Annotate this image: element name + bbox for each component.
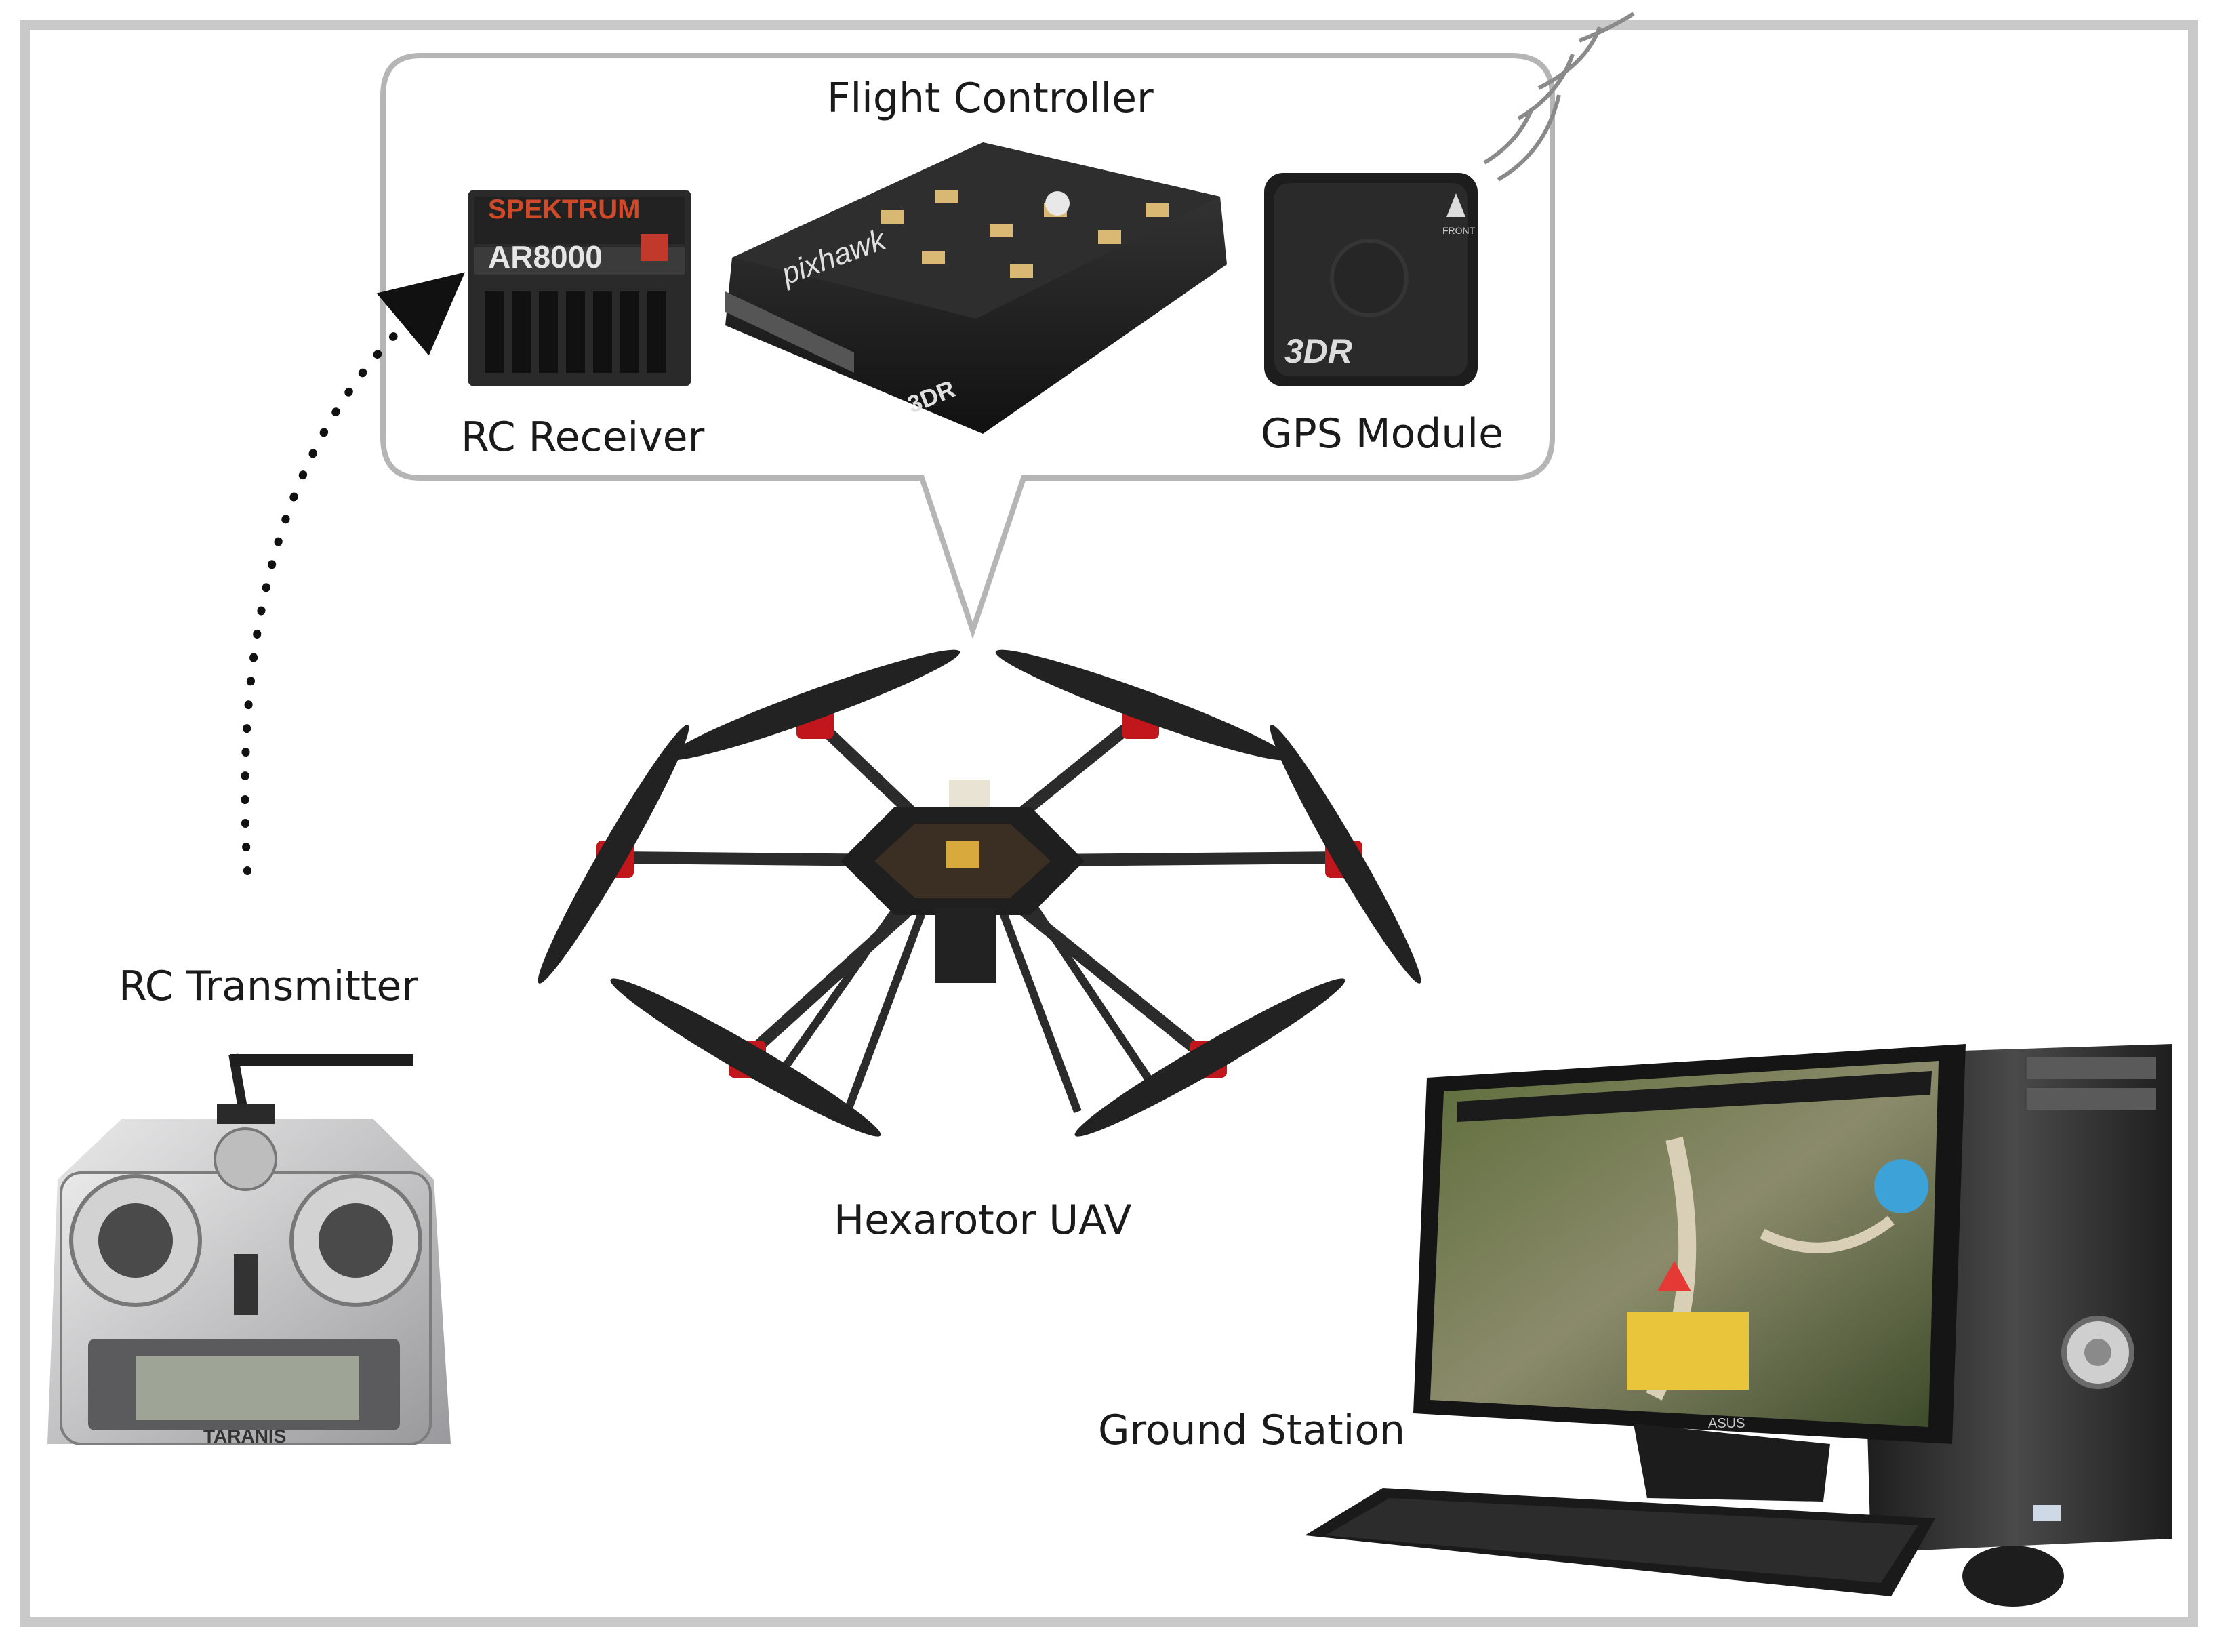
pixhawk-flight-controller-image [725, 142, 1227, 434]
gps-module-image [1264, 173, 1478, 386]
transmitter-name: TARANIS [203, 1426, 286, 1447]
gps-maker: 3DR [1284, 332, 1352, 370]
rc-link-dotted-line [241, 272, 465, 875]
monitor-brand: ASUS [1708, 1416, 1745, 1431]
receiver-brand: SPEKTRUM [488, 195, 640, 224]
label-gps-module: GPS Module [1261, 410, 1504, 458]
hexarotor-uav-image [538, 649, 1421, 1137]
label-rc-transmitter: RC Transmitter [119, 963, 418, 1010]
ground-station-image [1305, 1044, 2172, 1607]
rc-receiver-image [468, 190, 691, 386]
label-flight-controller: Flight Controller [827, 75, 1154, 122]
gps-front: FRONT [1442, 225, 1476, 236]
mouse [1962, 1546, 2064, 1607]
front-arrow-icon [1446, 193, 1465, 217]
label-hexarotor-uav: Hexarotor UAV [834, 1196, 1132, 1244]
receiver-model: AR8000 [488, 239, 603, 275]
rc-transmitter-image [47, 1053, 451, 1445]
label-ground-station: Ground Station [1098, 1407, 1406, 1454]
wireless-signal-icon [1483, 12, 1635, 182]
label-rc-receiver: RC Receiver [461, 414, 705, 461]
